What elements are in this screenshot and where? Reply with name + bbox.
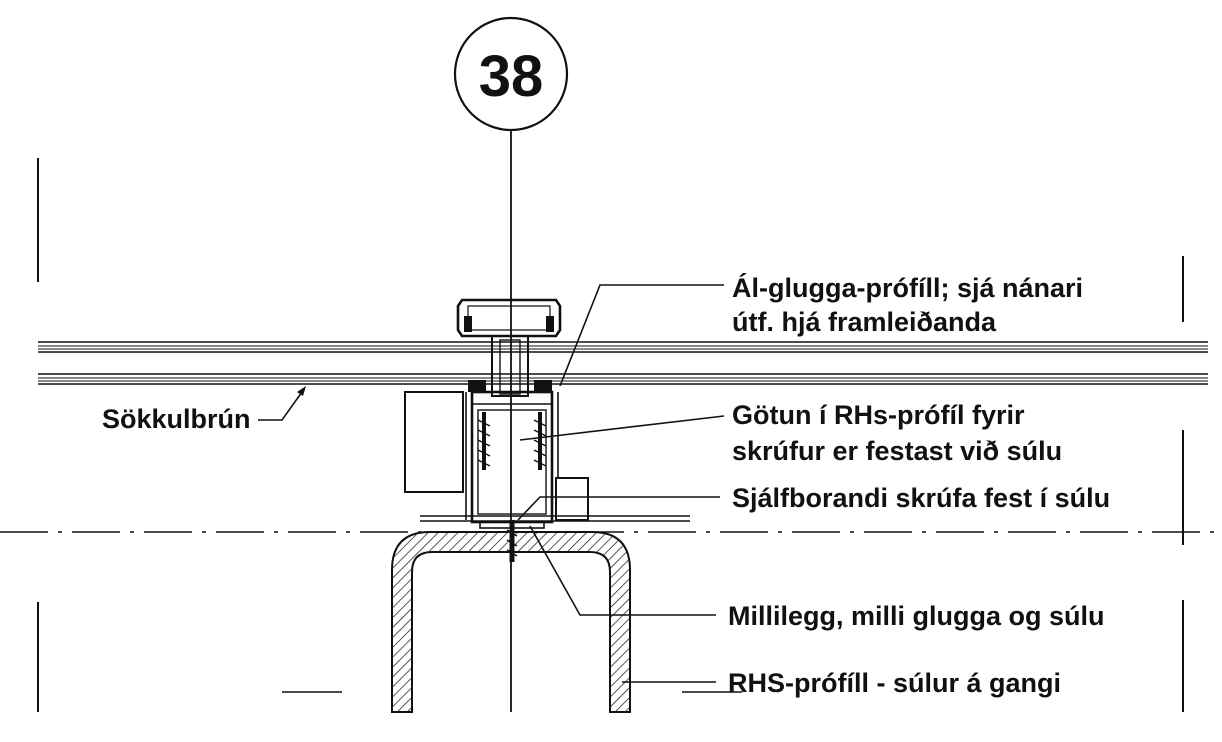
leader-plinth-arrow bbox=[297, 386, 306, 396]
upper-glazing-band bbox=[38, 341, 1208, 353]
leader-plinth bbox=[258, 391, 303, 421]
left-side-block bbox=[404, 391, 464, 493]
leader-drilling bbox=[519, 415, 725, 441]
label-rhs-column: RHS-prófíll - súlur á gangi bbox=[728, 668, 1061, 698]
detail-number-marker: 38 bbox=[453, 16, 569, 132]
label-shim: Millilegg, milli glugga og súlu bbox=[728, 601, 1105, 631]
leader-frame-profile bbox=[559, 284, 724, 387]
label-frame-profile-line2: útf. hjá framleiðanda bbox=[732, 307, 997, 337]
plinth-edge-band bbox=[38, 373, 1208, 385]
label-plinth-edge: Sökkulbrún bbox=[102, 404, 251, 434]
leader-screw bbox=[517, 496, 720, 521]
detail-number: 38 bbox=[479, 44, 544, 109]
right-side-block bbox=[555, 477, 589, 521]
label-frame-profile-line1: Ál-glugga-prófíll; sjá nánari bbox=[732, 272, 1083, 303]
rhs-column bbox=[391, 531, 631, 713]
label-self-drilling-screw: Sjálfborandi skrúfa fest í súlu bbox=[732, 483, 1110, 513]
label-drilling-line2: skrúfur er festast við súlu bbox=[732, 436, 1062, 466]
label-drilling-line1: Götun í RHs-prófíl fyrir bbox=[732, 400, 1025, 430]
aluminium-window-profile bbox=[456, 298, 562, 562]
leader-shim bbox=[529, 525, 716, 616]
